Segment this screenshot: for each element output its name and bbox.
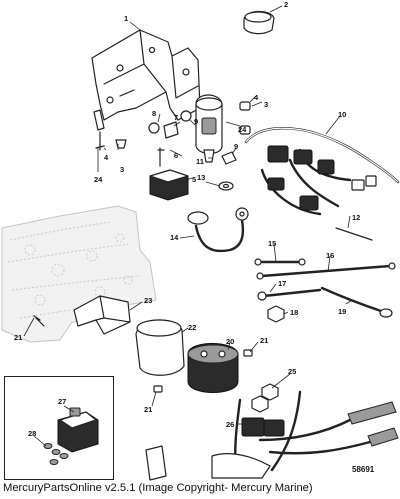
cables xyxy=(254,258,396,318)
callout-6: 6 xyxy=(174,151,178,160)
callout-24-right: 24 xyxy=(238,125,247,134)
mounting-bracket xyxy=(91,29,201,131)
reference-number: 58691 xyxy=(352,465,375,474)
copyright-footer: MercuryPartsOnline v2.5.1 (Image Copyrig… xyxy=(3,482,313,494)
grommet xyxy=(243,10,275,35)
nuts-25 xyxy=(251,383,279,413)
wire-harness xyxy=(244,127,400,216)
callout-14: 14 xyxy=(170,233,179,242)
battery-cable xyxy=(187,207,249,253)
callout-2: 2 xyxy=(284,0,288,9)
callout-16: 16 xyxy=(326,251,334,260)
lower-harness xyxy=(145,390,399,481)
callout-26: 26 xyxy=(226,420,234,429)
callout-5: 5 xyxy=(192,175,196,184)
protective-boot xyxy=(135,319,185,376)
callout-3-right: 3 xyxy=(264,100,268,109)
callout-23: 23 xyxy=(144,296,152,305)
callout-11: 11 xyxy=(196,157,204,166)
inset-detail-box xyxy=(4,376,114,480)
callout-21-left: 21 xyxy=(14,333,22,342)
callout-9-right: 9 xyxy=(234,142,238,151)
callout-15: 15 xyxy=(268,239,276,248)
callout-13: 13 xyxy=(197,173,205,182)
callout-numbers: 1 2 4 3 24 10 8 9 7 6 5 11 9 13 12 14 15… xyxy=(14,0,360,438)
callout-18: 18 xyxy=(290,308,298,317)
callout-1: 1 xyxy=(124,14,128,23)
callout-9-left: 9 xyxy=(194,117,198,126)
starter-solenoid xyxy=(195,94,223,163)
callout-21-bottom: 21 xyxy=(144,405,152,414)
callout-27: 27 xyxy=(58,397,66,406)
inset-parts xyxy=(33,405,99,465)
relay xyxy=(149,169,189,201)
callout-25: 25 xyxy=(288,367,296,376)
callout-19: 19 xyxy=(338,307,346,316)
tie-strap xyxy=(335,227,373,241)
callout-3-left: 3 xyxy=(120,165,124,174)
callout-17: 17 xyxy=(278,279,286,288)
callout-4-left: 4 xyxy=(104,153,109,162)
nut-18 xyxy=(267,305,285,323)
callout-28: 28 xyxy=(28,429,36,438)
callout-10: 10 xyxy=(338,110,346,119)
callout-8: 8 xyxy=(152,109,156,118)
callout-22: 22 xyxy=(188,323,196,332)
leader-lines xyxy=(23,5,353,425)
engine-block-ghost xyxy=(1,205,157,343)
callout-20: 20 xyxy=(226,337,234,346)
callout-21-right: 21 xyxy=(260,336,268,345)
solenoid-20 xyxy=(187,343,239,393)
callout-7: 7 xyxy=(174,113,178,122)
callout-4-right: 4 xyxy=(254,93,259,102)
callout-24-left: 24 xyxy=(94,175,103,184)
callout-12: 12 xyxy=(352,213,360,222)
bracket-23 xyxy=(73,295,131,335)
